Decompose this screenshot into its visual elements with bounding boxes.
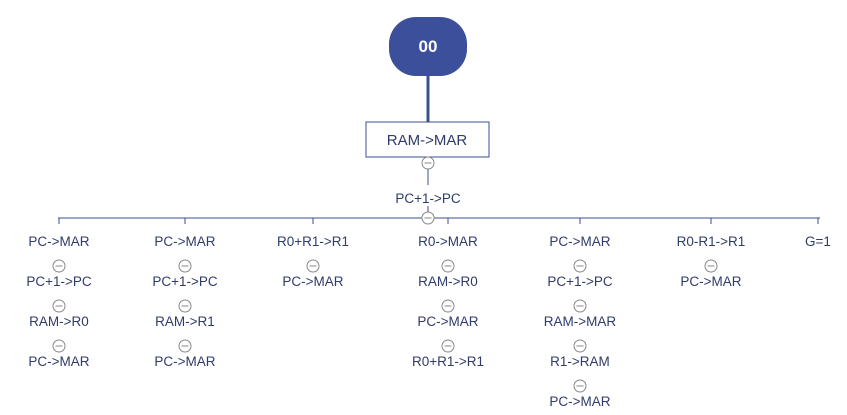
branch-item[interactable]: RAM->MAR	[544, 314, 617, 329]
branch-columns: PC->MARPC+1->PCRAM->R0PC->MARPC->MARPC+1…	[26, 218, 831, 409]
collapse-toggle-icon[interactable]	[421, 156, 435, 170]
branch-item[interactable]: PC+1->PC	[547, 274, 613, 289]
collapse-toggle-icon[interactable]	[573, 259, 587, 273]
collapse-toggle-icon[interactable]	[178, 339, 192, 353]
collapse-toggle-icon[interactable]	[178, 259, 192, 273]
branch-item[interactable]: PC->MAR	[154, 354, 215, 369]
ram-mar-node[interactable]: RAM->MAR	[365, 121, 490, 158]
branch-item[interactable]: PC->MAR	[154, 234, 215, 249]
collapse-toggle-icon[interactable]	[441, 299, 455, 313]
collapse-toggle-icon[interactable]	[704, 259, 718, 273]
branch-item[interactable]: G=1	[805, 234, 831, 249]
branch-item[interactable]: RAM->R1	[155, 314, 215, 329]
branch-item[interactable]: R1->RAM	[550, 354, 610, 369]
branch-item[interactable]: PC->MAR	[417, 314, 478, 329]
collapse-toggle-icon[interactable]	[441, 259, 455, 273]
branch-column: G=1	[805, 218, 831, 249]
pc-increment-node[interactable]: PC+1->PC	[395, 191, 461, 206]
branch-item[interactable]: PC+1->PC	[152, 274, 218, 289]
collapse-toggle-icon[interactable]	[573, 339, 587, 353]
ram-mar-label: RAM->MAR	[387, 132, 468, 149]
collapse-toggle-icon[interactable]	[573, 299, 587, 313]
branch-item[interactable]: R0+R1->R1	[277, 234, 349, 249]
root-node[interactable]: 00	[389, 17, 467, 76]
branch-item[interactable]: R0+R1->R1	[412, 354, 484, 369]
collapse-toggle-icon[interactable]	[52, 299, 66, 313]
collapse-toggle-icon[interactable]	[421, 211, 435, 225]
branch-item[interactable]: PC->MAR	[28, 354, 89, 369]
collapse-toggle-icon[interactable]	[178, 299, 192, 313]
collapse-toggle-icon[interactable]	[573, 379, 587, 393]
collapse-toggle-icon[interactable]	[306, 259, 320, 273]
collapse-toggle-icon[interactable]	[52, 259, 66, 273]
branch-item[interactable]: PC->MAR	[549, 394, 610, 409]
branch-item[interactable]: R0->MAR	[418, 234, 478, 249]
branch-item[interactable]: PC->MAR	[549, 234, 610, 249]
branch-column: PC->MAR PC+1->PC RAM->MAR R1->RAM PC->MAR	[544, 218, 617, 409]
collapse-toggle-icon[interactable]	[441, 339, 455, 353]
root-label: 00	[419, 37, 438, 56]
branch-item[interactable]: RAM->R0	[418, 274, 478, 289]
branch-item[interactable]: PC->MAR	[282, 274, 343, 289]
collapse-toggle-icon[interactable]	[52, 339, 66, 353]
branch-item[interactable]: RAM->R0	[29, 314, 89, 329]
branch-item[interactable]: R0-R1->R1	[677, 234, 746, 249]
branch-item[interactable]: PC->MAR	[28, 234, 89, 249]
branch-item[interactable]: PC+1->PC	[26, 274, 92, 289]
branch-item[interactable]: PC->MAR	[680, 274, 741, 289]
